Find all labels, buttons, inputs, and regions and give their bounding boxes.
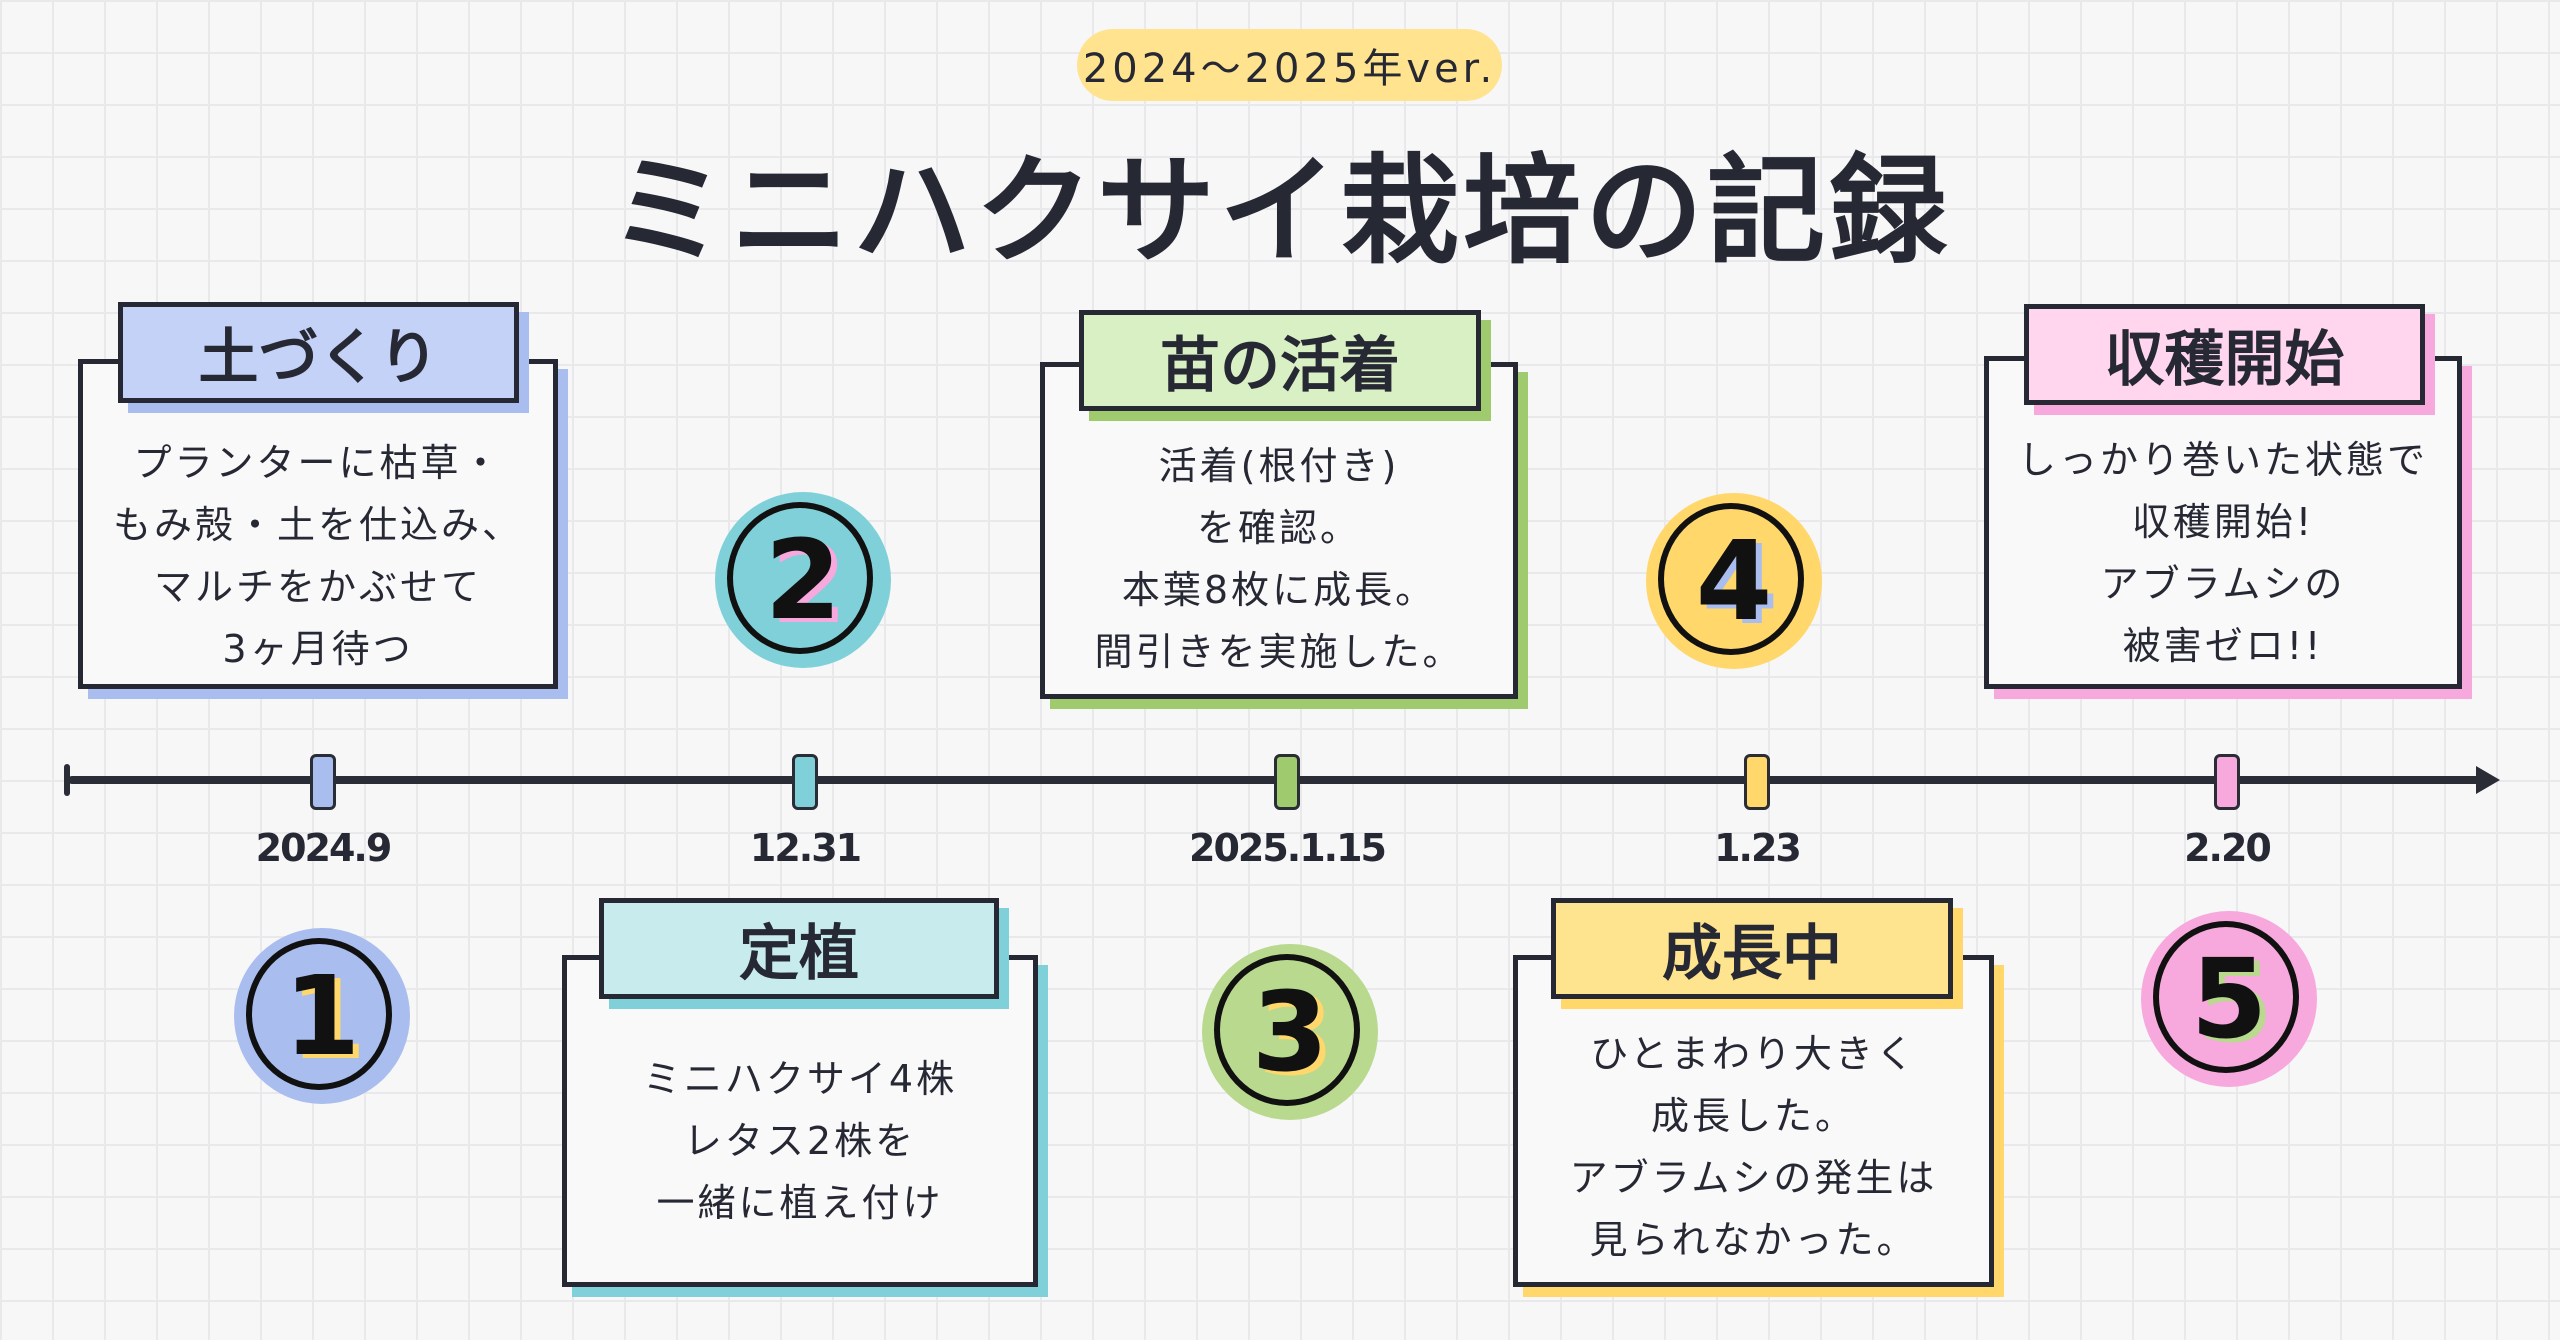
description-line: 本葉8枚に成長。 [1121,568,1437,612]
step-card-body [78,359,558,689]
timeline-marker-1 [310,754,336,810]
timeline-arrow-icon [2476,766,2500,794]
description-line: 被害ゼロ!! [2122,624,2324,668]
circle-ring [1658,503,1804,655]
step-number: 1 [283,952,361,1080]
step-card-body [1513,955,1994,1287]
timeline-marker-3 [1274,754,1300,810]
step-number-circle-3: 3 [1202,944,1378,1120]
description-line: マルチをかぶせて [153,565,482,609]
timeline-date-4: 1.23 [1714,826,1802,870]
description-line: プランターに枯草・ [133,441,503,485]
step-card-description: ひとまわり大きく 成長した。 アブラムシの発生は 見られなかった。 [1513,1023,1994,1271]
step-card-description: ミニハクサイ4株 レタス2株を 一緒に植え付け [562,1048,1038,1234]
timeline-date-5: 2.20 [2184,826,2272,870]
step-card-title: 収穫開始 [2024,304,2425,405]
description-line: ひとまわり大きく [1590,1032,1917,1076]
description-line: 一緒に植え付け [656,1181,944,1225]
description-line: しっかり巻いた状態で [2017,438,2428,482]
description-line: ミニハクサイ4株 [642,1057,958,1101]
step-card-description: プランターに枯草・ もみ殻・土を仕込み、 マルチをかぶせて 3ヶ月待つ [78,432,558,680]
step-number: 4 [1695,517,1773,645]
circle-ring [2153,921,2299,1073]
timeline-date-2: 12.31 [749,826,862,870]
timeline-marker-5 [2214,754,2240,810]
circle-ring [246,938,392,1090]
description-line: もみ殻・土を仕込み、 [112,503,523,547]
circle-ring [1214,954,1360,1106]
step-card-description: 活着(根付き) を確認。 本葉8枚に成長。 間引きを実施した。 [1040,435,1518,683]
description-line: 活着(根付き) [1158,444,1400,488]
description-line: 3ヶ月待つ [222,627,414,671]
timeline-start-cap [64,764,70,796]
circle-ring [727,502,873,654]
step-number: 3 [1251,968,1329,1096]
description-line: を確認。 [1196,506,1361,550]
description-line: 間引きを実施した。 [1094,630,1464,674]
description-line: 成長した。 [1650,1094,1856,1138]
step-number-circle-4: 4 [1646,493,1822,669]
step-card-title: 定植 [599,898,999,999]
step-card-title: 苗の活着 [1079,310,1481,411]
step-number-circle-1: 1 [234,928,410,1104]
timeline-date-3: 2025.1.15 [1189,826,1387,870]
timeline-date-1: 2024.9 [255,826,393,870]
timeline-marker-4 [1744,754,1770,810]
page-title: ミニハクサイ栽培の記録 [608,142,1951,280]
description-line: 見られなかった。 [1589,1218,1918,1262]
step-number: 5 [2190,935,2268,1063]
step-card-title: 成長中 [1551,898,1953,999]
timeline-marker-2 [792,754,818,810]
description-line: 収穫開始! [2131,500,2315,544]
step-card-body [562,955,1038,1287]
description-line: アブラムシの [2100,562,2346,606]
description-line: レタス2株を [683,1119,917,1163]
step-card-description: しっかり巻いた状態で 収穫開始! アブラムシの 被害ゼロ!! [1984,429,2462,677]
step-card-title: 土づくり [118,302,519,403]
step-number-circle-2: 2 [715,492,891,668]
version-badge: 2024〜2025年ver. [1077,29,1502,101]
step-number: 2 [764,516,842,644]
description-line: アブラムシの発生は [1569,1156,1938,1200]
version-badge-text: 2024〜2025年ver. [1082,46,1497,92]
step-number-circle-5: 5 [2141,911,2317,1087]
